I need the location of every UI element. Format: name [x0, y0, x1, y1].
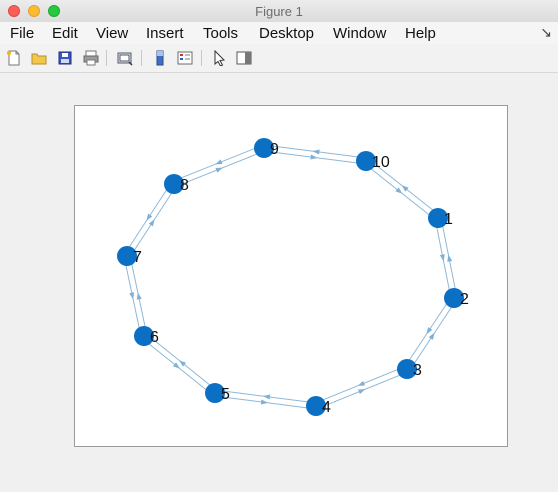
edge-arrow — [395, 187, 403, 194]
edge-arrow — [312, 149, 320, 155]
graph-node-label: 5 — [221, 386, 230, 403]
insert-colorbar-icon[interactable] — [152, 50, 168, 66]
plot-axes[interactable]: 1 2 3 4 5 6 7 8 9 10 — [74, 105, 508, 447]
edge-arrow — [215, 159, 223, 165]
graph-node-10 — [356, 151, 376, 171]
menu-file[interactable]: File — [10, 25, 35, 42]
figure-toolbar — [0, 44, 558, 73]
network-graph: 1 2 3 4 5 6 7 8 9 10 — [117, 138, 469, 416]
graph-node-label: 3 — [413, 362, 422, 379]
edge-arrow — [262, 394, 271, 400]
menu-desktop[interactable]: Desktop — [259, 25, 315, 42]
graph-node-2 — [444, 288, 464, 308]
menu-edit[interactable]: Edit — [52, 25, 78, 42]
graph-node-8 — [164, 174, 184, 194]
menu-dock-arrow-icon[interactable]: ↘ — [540, 24, 552, 40]
graph-node-label: 1 — [444, 211, 453, 228]
edge-arrow — [148, 219, 155, 227]
edge-arrow — [136, 292, 142, 300]
edit-plot-pointer-icon[interactable] — [212, 50, 228, 66]
edge-arrow — [172, 362, 180, 369]
edge-arrow — [439, 254, 445, 262]
graph-node-6 — [134, 326, 154, 346]
edge-arrow — [357, 380, 366, 386]
menu-view[interactable]: View — [96, 25, 129, 42]
title-bar: Figure 1 — [0, 0, 558, 23]
print-icon[interactable] — [83, 50, 99, 66]
graph-node-5 — [205, 383, 225, 403]
link-plot-icon[interactable] — [117, 50, 133, 66]
edge-arrow — [129, 292, 135, 300]
save-icon[interactable] — [57, 50, 73, 66]
graph-node-label: 4 — [322, 399, 331, 416]
toolbar-separator — [201, 50, 202, 66]
graph-node-4 — [306, 396, 326, 416]
edge-arrow — [428, 332, 435, 340]
edge-arrow — [357, 389, 366, 395]
edge-arrow — [260, 399, 269, 405]
minimize-button[interactable] — [28, 5, 40, 17]
toolbar-separator — [141, 50, 142, 66]
toolbar-separator — [106, 50, 107, 66]
edge-arrow — [447, 254, 453, 262]
graph-node-label: 2 — [460, 291, 469, 308]
graph-node-label: 8 — [180, 177, 189, 194]
menu-tools[interactable]: Tools — [203, 25, 239, 42]
open-file-icon[interactable] — [31, 50, 47, 66]
menu-insert[interactable]: Insert — [146, 25, 184, 42]
menu-help[interactable]: Help — [405, 25, 436, 42]
close-button[interactable] — [8, 5, 20, 17]
edge-arrow — [146, 213, 153, 221]
edge-arrow — [179, 360, 187, 367]
graph-node-7 — [117, 246, 137, 266]
graph-node-1 — [428, 208, 448, 228]
edge-arrow — [215, 167, 223, 173]
maximize-button[interactable] — [48, 5, 60, 17]
graph-node-label: 6 — [150, 329, 159, 346]
edge-arrow — [310, 154, 318, 160]
window-title: Figure 1 — [255, 4, 303, 19]
graph-node-label: 10 — [372, 154, 390, 171]
graph-node-label: 7 — [133, 249, 142, 266]
menu-window[interactable]: Window — [333, 25, 387, 42]
edge-arrow — [426, 327, 433, 335]
graph-node-label: 9 — [270, 141, 279, 158]
edge-arrow — [401, 185, 409, 192]
new-figure-icon[interactable] — [6, 50, 22, 66]
menu-bar: File Edit View Insert Tools Desktop Wind… — [0, 22, 558, 44]
graph-node-3 — [397, 359, 417, 379]
plot-tools-icon[interactable] — [236, 50, 252, 66]
insert-legend-icon[interactable] — [177, 50, 193, 66]
graph-node-9 — [254, 138, 274, 158]
